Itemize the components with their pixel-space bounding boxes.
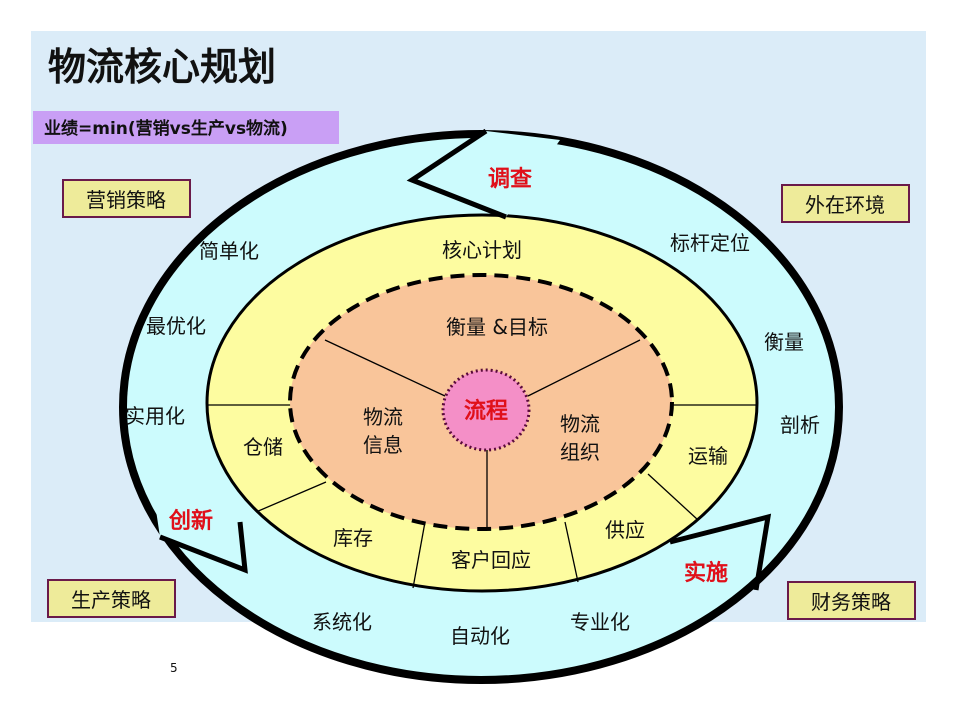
inner-label-info: 物流 [363, 405, 403, 429]
arrow-label-innovation: 创新 [168, 508, 213, 534]
formula-box [33, 111, 339, 144]
formula-text: 业绩=min(营销vs生产vs物流) [44, 118, 288, 139]
box-production-strategy: 生产策略 [47, 579, 176, 618]
left-arrow-icon [159, 521, 248, 574]
inner-label-org: 物流 [560, 412, 600, 436]
left-arrow-gap [150, 470, 245, 570]
middle-segment: 仓储 [243, 435, 283, 459]
segment-dividers [208, 404, 756, 589]
center-circle [441, 368, 531, 452]
inner-label-measure-goal: 衡量 &目标 [446, 315, 548, 339]
top-arrow-icon [406, 128, 507, 220]
box-finance-strategy: 财务策略 [787, 581, 916, 620]
top-arrow-gap [412, 131, 560, 217]
middle-segment: 运输 [688, 444, 728, 468]
arrow-label-survey: 调查 [488, 167, 532, 192]
svg-text:生产策略: 生产策略 [71, 588, 151, 612]
page-title: 物流核心规划 [48, 45, 276, 89]
box-marketing-strategy: 营销策略 [62, 179, 191, 218]
middle-segment: 供应 [605, 518, 645, 542]
center-label: 流程 [464, 398, 508, 424]
outer-label: 系统化 [312, 610, 372, 634]
outer-label: 标杆定位 [670, 231, 750, 255]
outer-label: 最优化 [146, 314, 206, 338]
inner-label-info: 信息 [363, 433, 403, 457]
svg-text:营销策略: 营销策略 [86, 188, 166, 212]
outer-label: 自动化 [450, 624, 510, 648]
inner-dividers [324, 339, 641, 528]
box-external-environment: 外在环境 [781, 184, 910, 223]
arrow-label-implementation: 实施 [684, 560, 728, 586]
middle-label-core-plan: 核心计划 [442, 238, 522, 262]
right-arrow-icon [669, 513, 772, 591]
outer-label: 简单化 [199, 239, 259, 263]
outer-label: 专业化 [570, 610, 630, 634]
inner-label-org: 组织 [560, 440, 600, 464]
page-number: 5 [170, 661, 178, 675]
outer-label: 衡量 [764, 330, 804, 354]
outer-label: 剖析 [780, 413, 820, 437]
svg-text:财务策略: 财务策略 [811, 590, 891, 614]
svg-text:外在环境: 外在环境 [805, 193, 885, 217]
outer-label: 实用化 [125, 404, 185, 428]
middle-segment: 库存 [333, 526, 373, 550]
middle-segment: 客户回应 [451, 548, 531, 572]
